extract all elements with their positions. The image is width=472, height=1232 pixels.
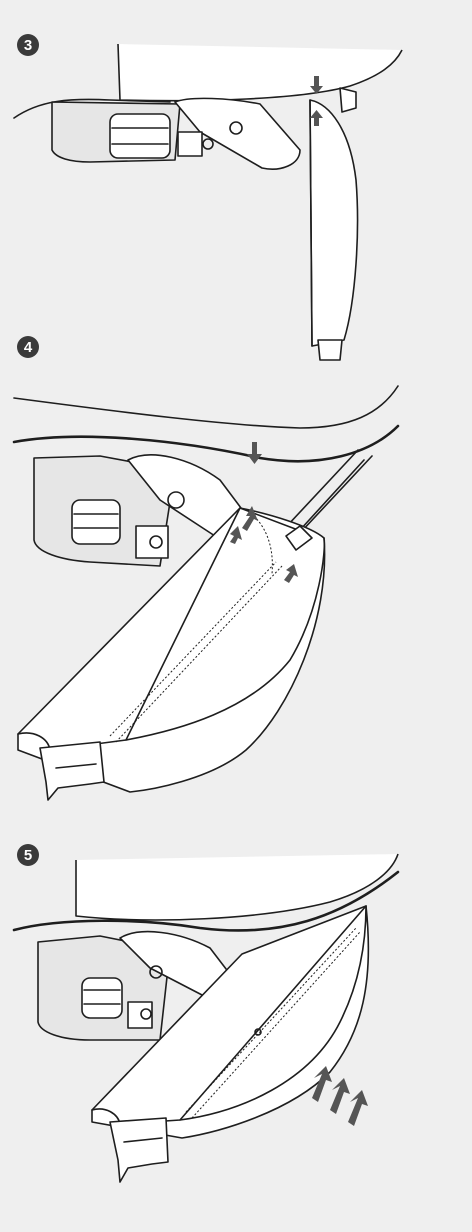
step-4: 4 xyxy=(0,330,472,830)
step-5: 5 xyxy=(0,832,472,1232)
step-3-illustration xyxy=(13,43,403,361)
step-number-badge: 4 xyxy=(17,336,39,358)
step-4-illustration xyxy=(12,385,400,801)
step-5-illustration xyxy=(12,853,400,1183)
step-number-badge: 3 xyxy=(17,34,39,56)
step-number-badge: 5 xyxy=(17,844,39,866)
step-3: 3 xyxy=(0,0,472,361)
